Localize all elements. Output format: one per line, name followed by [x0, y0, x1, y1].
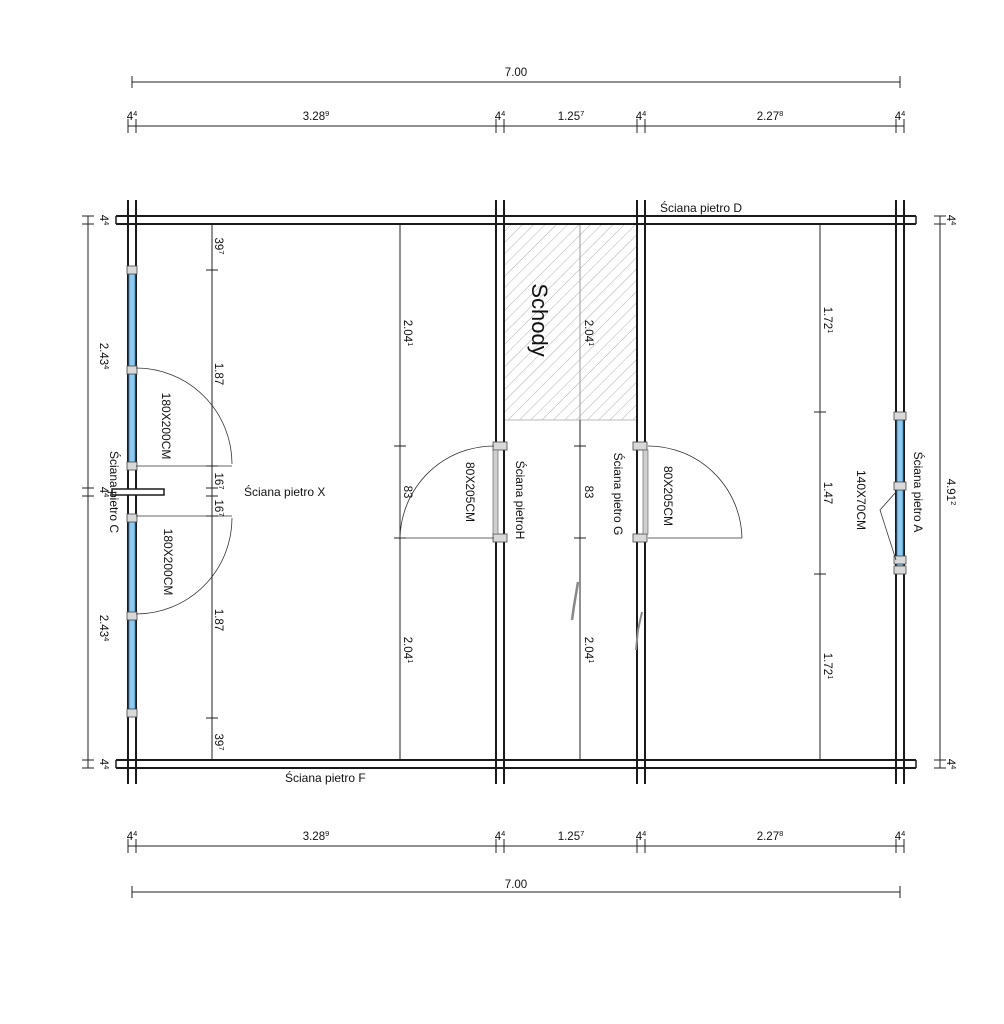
- door-label: 80X205CM: [463, 462, 477, 522]
- segment-label: 2.278: [757, 829, 784, 843]
- stairs-area: Schody: [504, 224, 637, 421]
- segment-label: 44: [495, 109, 506, 123]
- right-dim-label: 4.912: [944, 479, 958, 506]
- room-dim-label: 2.041: [582, 320, 596, 347]
- window-right: 140X70CM: [854, 411, 907, 575]
- wall-label-partition-x: Ściana pietro X: [244, 484, 325, 499]
- segment-label: 1.257: [558, 829, 585, 843]
- stairs-label: Schody: [527, 283, 552, 356]
- door-label: 80X205CM: [661, 466, 675, 526]
- window-left-lower: 180X200CM: [126, 513, 233, 718]
- window-label: 140X70CM: [854, 470, 868, 530]
- walls: [111, 200, 917, 784]
- room-dim-label: 83: [582, 486, 594, 499]
- segment-label: 44: [636, 109, 647, 123]
- window-dim-label: 167: [212, 500, 226, 517]
- wall-label-top: Ściana pietro D: [660, 200, 742, 215]
- room-dim-label: 2.041: [401, 637, 415, 664]
- wall-label-partition-g: Ściana pietro G: [611, 453, 626, 536]
- window-label: 180X200CM: [159, 393, 173, 460]
- room-dim-label: 2.041: [401, 320, 415, 347]
- segment-label: 44: [895, 109, 906, 123]
- window-dim-label: 1.87: [212, 609, 224, 631]
- right-dim-label: 44: [944, 215, 958, 226]
- left-dim-label: 44: [97, 487, 111, 498]
- segment-label: 44: [127, 109, 138, 123]
- segment-label: 44: [895, 829, 906, 843]
- segment-label: 3.289: [303, 109, 330, 123]
- left-dim-label: 2.434: [97, 343, 111, 370]
- window-dim-label: 167: [212, 473, 226, 490]
- right-dimension: 44 4.912 44: [934, 215, 958, 770]
- left-dim-label: 44: [97, 759, 111, 770]
- segment-dimension-bottom: 44 3.289 44 1.257 44 2.278 44: [127, 829, 906, 853]
- room-dim-label: 2.041: [582, 637, 596, 664]
- window-label: 180X200CM: [161, 529, 175, 596]
- segment-label: 44: [127, 829, 138, 843]
- room-dim-label: 1.721: [821, 653, 835, 680]
- right-dim-label: 44: [944, 759, 958, 770]
- segment-label: 44: [495, 829, 506, 843]
- window-dim-label: 397: [212, 238, 226, 255]
- left-dim-label: 44: [97, 215, 111, 226]
- room-right-dimension: 1.721 1.47 1.721: [814, 224, 835, 760]
- door-g: 80X205CM: [632, 441, 743, 543]
- door-h: 80X205CM: [399, 441, 508, 543]
- wall-label-left: Ściana pietro C: [107, 451, 122, 533]
- scribble-marks: [570, 581, 643, 651]
- room-dim-label: 1.47: [821, 482, 833, 504]
- overall-dimension-bottom: 7.00: [131, 879, 901, 898]
- segment-label: 44: [636, 829, 647, 843]
- wall-label-right: Ściana pietro A: [911, 452, 926, 533]
- left-dim-label: 2.434: [97, 615, 111, 642]
- overall-width-top: 7.00: [505, 67, 527, 79]
- room-mid-dimension: 2.041 83 2.041: [574, 320, 596, 760]
- window-dim-label: 397: [212, 734, 226, 751]
- room-mid-left-dimension: 2.041 83 2.041: [394, 224, 415, 760]
- segment-label: 1.257: [558, 109, 585, 123]
- window-dim-label: 1.87: [212, 363, 224, 385]
- segment-label: 3.289: [303, 829, 330, 843]
- wall-label-bottom: Ściana pietro F: [285, 770, 366, 785]
- overall-dimension-top: 7.00: [131, 67, 901, 88]
- segment-label: 2.278: [757, 109, 784, 123]
- room-dim-label: 1.721: [821, 307, 835, 334]
- segment-dimension-top: 44 3.289 44 1.257 44 2.278 44: [127, 109, 906, 133]
- left-dimension: 44 2.434 44 2.434 44: [82, 215, 111, 770]
- window-left-dimension: 397 1.87 167 167 1.87 397: [206, 224, 226, 760]
- overall-width-bottom: 7.00: [505, 879, 527, 891]
- wall-label-partition-h: Ściana pietroH: [513, 461, 528, 540]
- room-dim-label: 83: [401, 486, 413, 499]
